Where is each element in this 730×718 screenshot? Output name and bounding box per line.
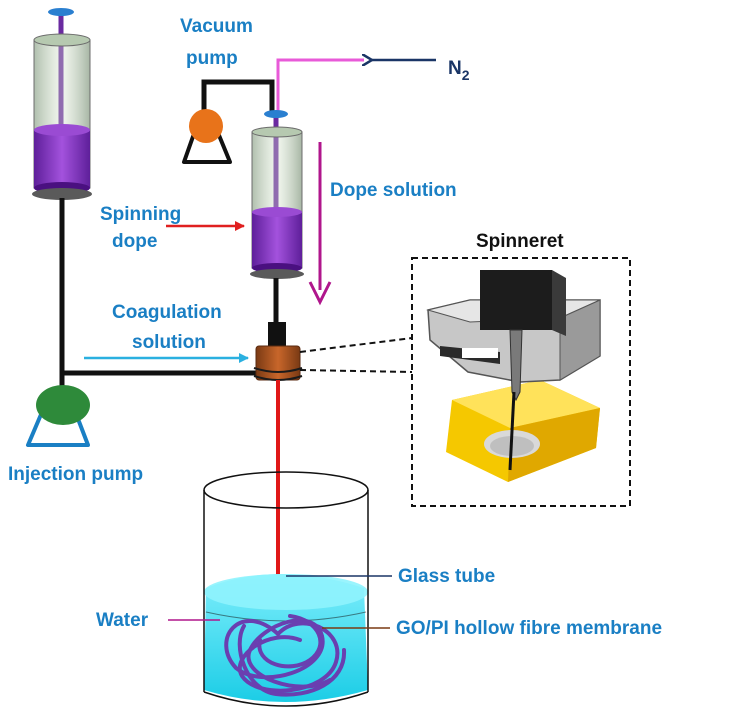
center-syringe-icon (250, 110, 304, 279)
vacuum-pump-tubing (201, 79, 275, 118)
vacuum-pump-label-line1: Vacuum (180, 16, 253, 37)
vacuum-pump-label-line2: pump (186, 48, 238, 69)
injection-pump-icon (26, 385, 90, 447)
coagulation-label-line1: Coagulation (112, 302, 222, 323)
spinneret-detail-icon (426, 270, 601, 482)
spinning-dope-label-line2: dope (112, 231, 157, 252)
water-label: Water (96, 610, 149, 631)
spinneret-small-icon (253, 322, 303, 381)
dope-solution-label: Dope solution (330, 180, 457, 201)
spinneret-label: Spinneret (476, 231, 564, 252)
beaker-icon (203, 471, 369, 707)
injection-pump-label: Injection pump (8, 464, 143, 485)
callout-line-bottom (299, 369, 413, 373)
n2-label: N2 (448, 58, 470, 83)
fibre-coil (224, 614, 347, 697)
callout-line-top (299, 337, 413, 353)
spinning-dope-label-line1: Spinning (100, 204, 181, 225)
nitrogen-line (276, 58, 364, 112)
coagulation-label-line2: solution (132, 332, 206, 353)
glass-tube-label: Glass tube (398, 566, 495, 587)
left-syringe-icon (32, 8, 92, 200)
left-tubing (59, 198, 268, 388)
dope-solution-arrow (308, 142, 332, 306)
fibre-membrane-label: GO/PI hollow fibre membrane (396, 618, 662, 639)
vacuum-pump-icon (182, 109, 232, 164)
